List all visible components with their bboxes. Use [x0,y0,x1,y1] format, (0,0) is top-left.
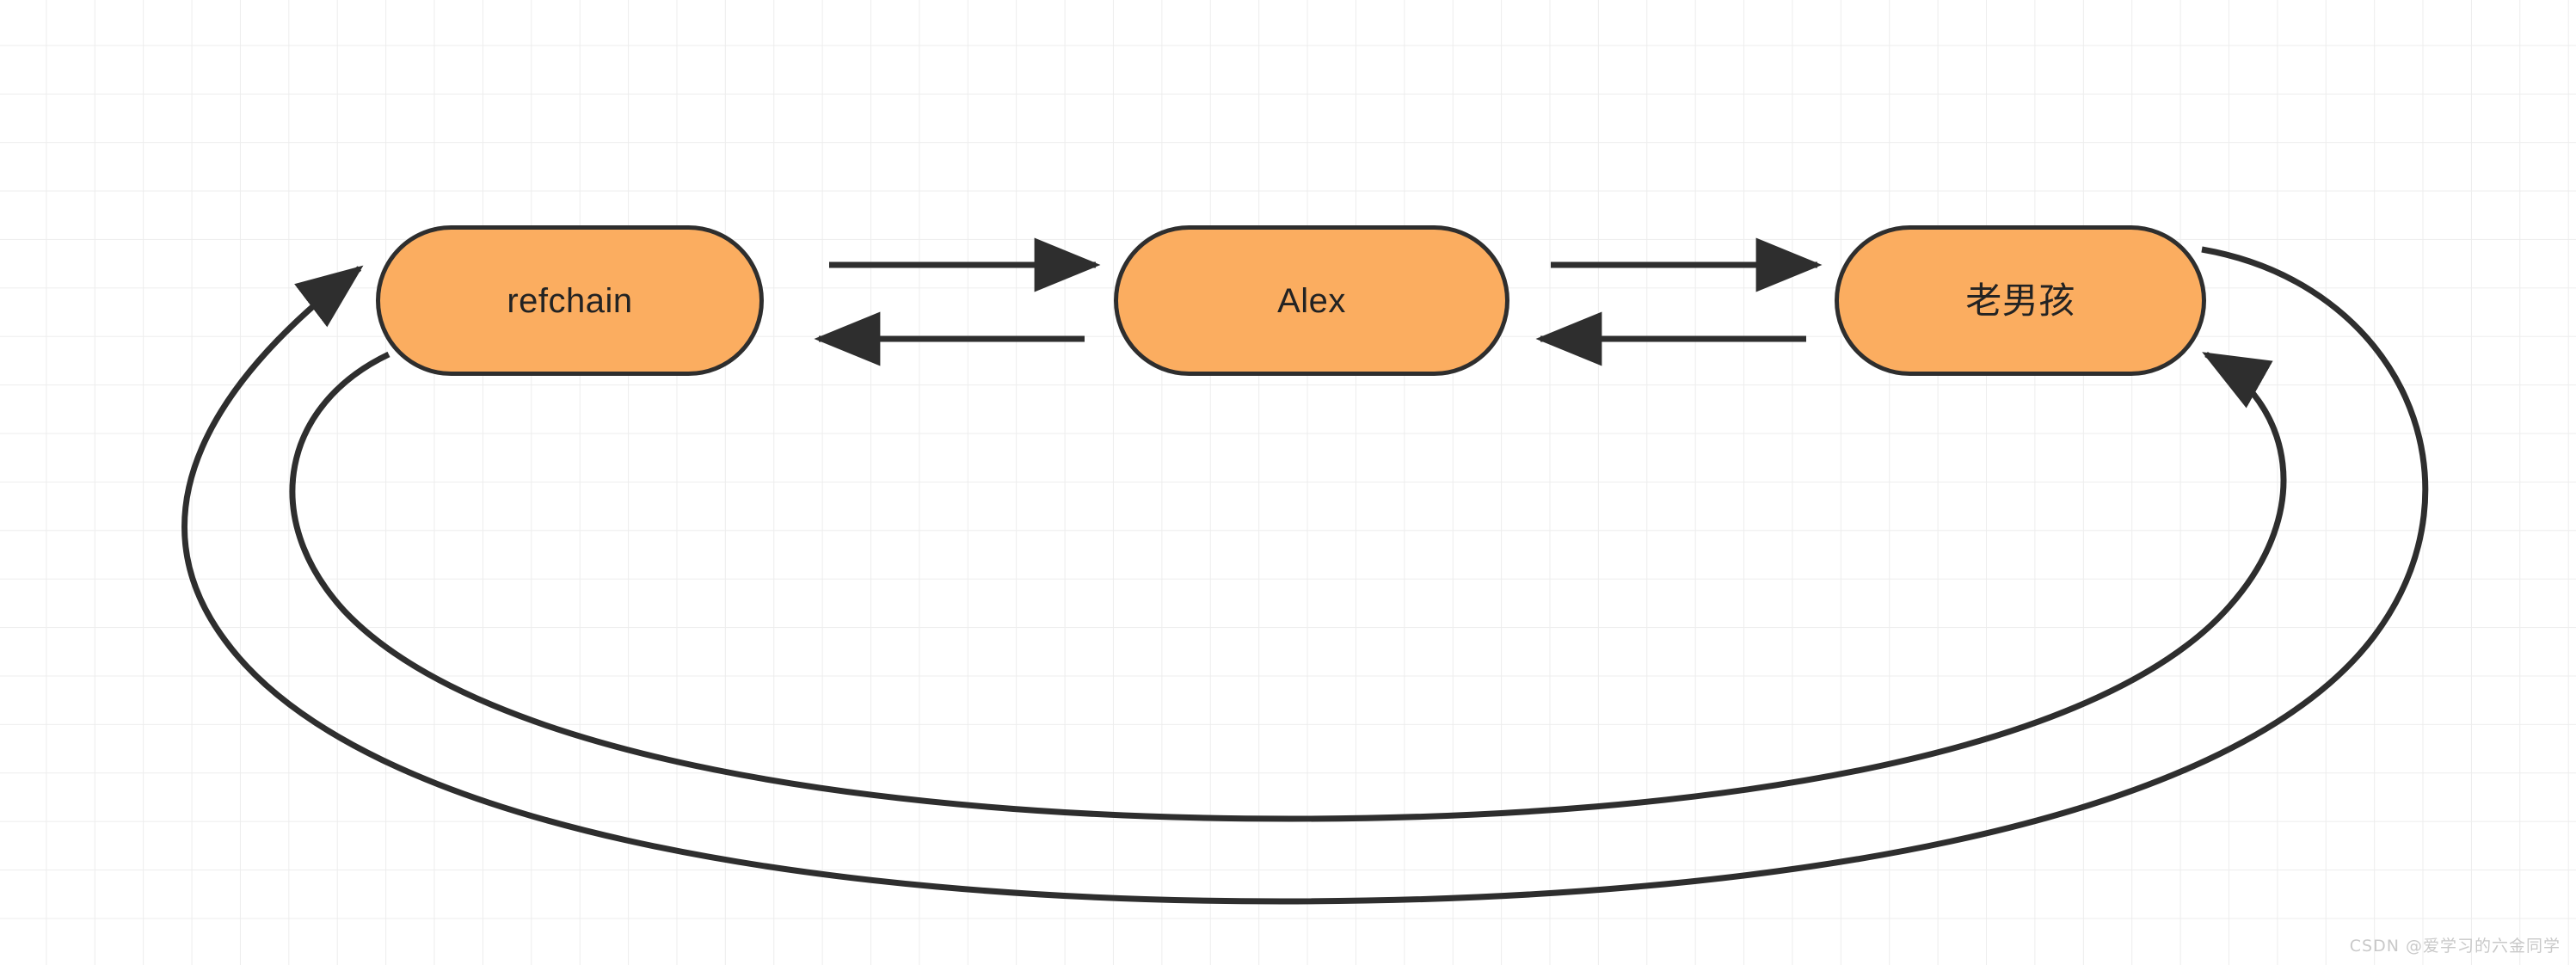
node-refchain[interactable]: refchain [376,225,764,376]
watermark: CSDN @爱学习的六金同学 [2349,937,2561,956]
edge-laonanhai-to-refchain-arc [181,246,2429,905]
node-alex[interactable]: Alex [1114,225,1509,376]
node-alex-label: Alex [1277,281,1346,320]
node-laonanhai[interactable]: 老男孩 [1835,225,2206,376]
node-refchain-label: refchain [507,281,633,320]
edge-refchain-to-laonanhai-arc [289,351,2287,822]
node-laonanhai-label: 老男孩 [1965,279,2075,322]
